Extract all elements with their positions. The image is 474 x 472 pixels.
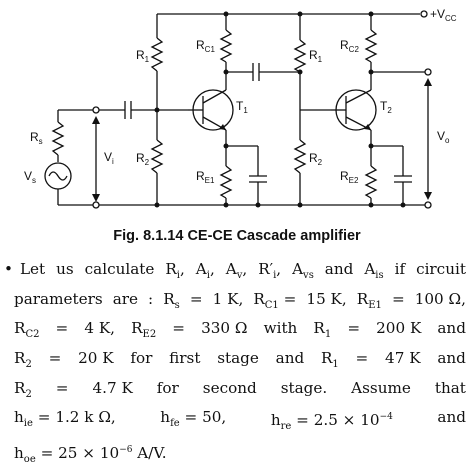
r2-right-label: R2 bbox=[309, 151, 323, 167]
re2-label: RE2 bbox=[340, 169, 359, 185]
paragraph-line-1: •Let us calculate Ri, Ai, Av, R′i, Avs a… bbox=[4, 260, 466, 282]
paragraph-line-4: R2 = 20 K for first stage and R1 = 47 K … bbox=[14, 348, 466, 370]
vs-label: Vs bbox=[24, 169, 36, 185]
t2-label: T2 bbox=[380, 99, 392, 115]
paragraph-line-5: R2 = 4.7 K for second stage. Assume that bbox=[14, 378, 466, 400]
paragraph-line-6: hie = 1.2 k Ω, hfe = 50, hre = 2.5 × 10−… bbox=[14, 408, 466, 433]
t1-label: T1 bbox=[236, 99, 248, 115]
paragraph-line-3: RC2 = 4 K, RE2 = 330 Ω with R1 = 200 K a… bbox=[14, 319, 466, 341]
circuit-diagram: +VCC R1 R2 RC1 RE1 T1 R1 R2 RC2 RE2 T2 R… bbox=[24, 7, 457, 209]
bullet-icon: • bbox=[4, 260, 13, 278]
vo-label: Vo bbox=[437, 129, 450, 145]
rs-label: Rs bbox=[30, 130, 43, 146]
r2-left-label: R2 bbox=[136, 151, 150, 167]
r1-right-label: R1 bbox=[309, 48, 323, 64]
paragraph-line-2: parameters are : Rs = 1 K, RC1 = 15 K, R… bbox=[14, 289, 466, 311]
figure-caption: Fig. 8.1.14 CE-CE Cascade amplifier bbox=[113, 228, 361, 244]
rc1-label: RC1 bbox=[196, 38, 215, 54]
r1-left-label: R1 bbox=[136, 48, 150, 64]
rc2-label: RC2 bbox=[340, 38, 359, 54]
paragraph-line-7: hoe = 25 × 10−6 A/V. bbox=[14, 443, 167, 465]
vi-label: Vi bbox=[104, 150, 114, 166]
problem-paragraph: •Let us calculate Ri, Ai, Av, R′i, Avs a… bbox=[4, 258, 466, 472]
re1-label: RE1 bbox=[196, 169, 215, 185]
vcc-label: +VCC bbox=[430, 7, 457, 23]
